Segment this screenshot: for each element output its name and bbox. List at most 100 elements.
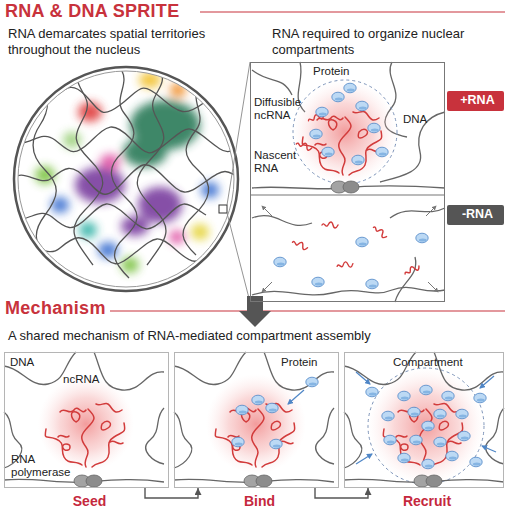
inset-illustration [252,216,312,226]
inset-illustration [390,208,445,218]
condition-tag: +RNA [449,93,506,107]
nucleus [201,182,219,198]
section-subtitle: A shared mechanism of RNA-mediated compa… [8,328,503,344]
recruit-illustration [456,409,468,419]
inset-illustration [372,225,389,239]
seed-illustration [4,352,164,487]
inset-illustration [295,141,312,151]
nucleus [35,72,219,273]
inset-illustration [302,111,381,175]
recruit-illustration [368,368,484,484]
bind-illustration [206,374,306,474]
nucleus [121,257,139,273]
zoom-line [227,62,250,302]
polymerase-label: RNA polymerase [11,453,73,478]
recruit-illustration [398,453,410,463]
panel-caption: RNA demarcates spatial territories throu… [8,26,243,57]
inset-illustration [344,83,356,93]
recruit-illustration [422,459,434,469]
inset-illustration [337,261,354,270]
inset-illustration [428,282,438,292]
recruit-illustration [482,446,496,452]
recruit-illustration [410,435,422,445]
step-panel: CompartmentRecruit [344,352,504,488]
recruit-illustration [470,457,482,467]
recruit-illustration [446,451,458,461]
inset-illustration [252,208,445,302]
nucleus [10,68,250,278]
recruit-illustration [434,437,446,447]
recruit-illustration [368,368,484,484]
step-label: Bind [177,493,342,509]
nascent-rna-label: Nascent RNA [254,149,304,174]
compartment-label: Compartment [393,356,463,369]
inset-illustration [291,239,308,250]
bind-illustration [252,395,264,405]
bind-illustration [266,403,278,413]
zoom-line [227,62,250,205]
nucleus [183,85,209,255]
inset-illustration [322,222,338,228]
nucleus [15,127,248,153]
seed-illustration [38,376,134,472]
nucleus [139,72,161,88]
seed-illustration [45,403,124,467]
flow-connector [145,488,198,498]
nucleus [74,70,103,265]
recruit-illustration [442,391,454,401]
inset-illustration [331,181,359,193]
recruit-illustration [384,435,396,445]
inset-illustration [293,80,397,184]
inset-illustration [356,237,368,247]
recruit-illustration [356,372,370,384]
nucleus [137,70,166,265]
recruit-illustration [344,352,504,487]
panel-caption: RNA required to organize nuclear compart… [272,26,504,57]
flow-connector [315,488,368,498]
protein-label: Protein [281,356,317,369]
zoom-inset: ProteinDiffusible ncRNADNANascent RNA+RN… [250,62,445,302]
recruit-illustration [398,391,410,401]
section-heading: Mechanism [5,298,106,319]
inset-illustration [316,107,328,117]
nucleus [191,224,209,240]
bind-illustration [306,377,318,387]
bind-illustration [236,405,248,415]
recruit-illustration [434,409,446,419]
inset-illustration [322,147,334,157]
seed-illustration [4,352,164,487]
recruit-illustration [474,393,486,403]
recruit-illustration [422,421,434,431]
inset-illustration [312,277,324,287]
recruit-illustration [420,385,432,395]
inset-illustration [262,282,272,292]
condition-badge: +RNA [447,91,504,111]
zoom-line [227,213,250,302]
inset-illustration [426,206,436,216]
inset-illustration [262,206,438,292]
bind-illustration [270,439,282,449]
recruit-illustration [356,454,372,464]
inset-illustration [293,80,397,184]
header-rule [110,310,505,311]
nucleus [138,187,182,223]
nucleus [10,67,250,291]
inset-illustration [252,287,445,295]
inset-illustration [250,194,445,195]
inset-illustration [404,263,421,276]
nucleus [12,165,245,195]
nucleus [20,238,216,264]
step-label: Recruit [347,493,507,509]
inset-illustration [262,206,272,216]
header-rule [200,11,505,12]
ncrna-label: ncRNA [63,373,99,386]
recruit-illustration [408,407,420,417]
inset-illustration [368,123,380,133]
nucleus [100,154,120,170]
inset-illustration [416,233,428,243]
bind-illustration [215,403,294,467]
nucleus [10,87,250,112]
recruit-illustration [366,387,378,397]
